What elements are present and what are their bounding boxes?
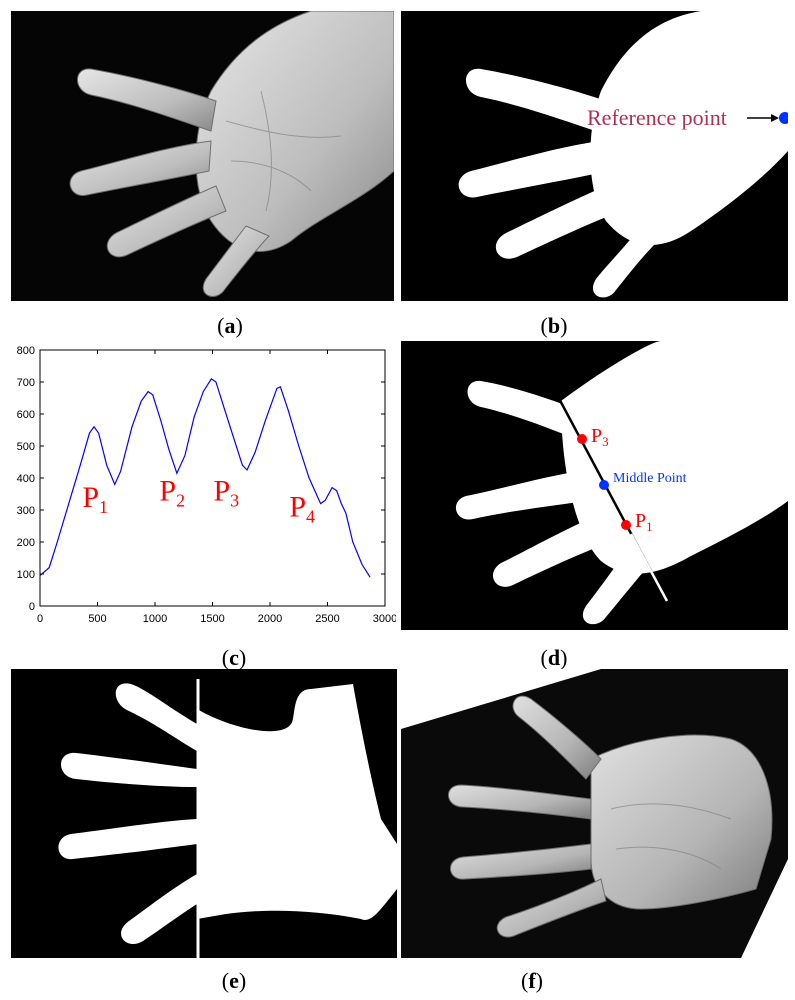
caption-a: (a) [217,313,243,338]
reference-arrow-head [771,114,779,122]
panel-c-chart: 0 500 1000 1500 2000 2500 3000 0 100 200 300 400 500… [0,336,396,632]
p1-label: P1 [635,510,653,534]
x-tick-label: 500 [88,613,106,625]
y-tick-label: 600 [17,409,35,421]
distance-profile-chart: 0 500 1000 1500 2000 2500 3000 0 100 200 300 400 500… [17,345,396,625]
panel-f-image [401,669,788,958]
y-tick-label: 500 [17,441,35,453]
x-tick-label: 1000 [143,613,167,625]
x-tick-label: 1500 [200,613,224,625]
panel-d-image: P3 Middle Point P1 [401,341,788,630]
caption-f: (f) [521,968,543,993]
x-tick-label: 2000 [258,613,282,625]
plot-frame [39,349,386,607]
x-tick-label: 2500 [315,613,339,625]
dividing-line-tail [629,533,669,602]
x-tick-label: 0 [37,613,43,625]
caption-e: (e) [221,968,247,993]
peak-label-p4: P4 [289,490,315,526]
y-tick-label: 0 [29,601,35,613]
x-tick-label: 3000 [373,613,396,625]
caption-b: (b) [540,313,568,338]
reference-point-label: Reference point [587,105,727,130]
peak-label-p3: P3 [213,474,239,510]
y-tick-label: 100 [17,569,35,581]
middle-point-marker [599,480,609,490]
panel-b-image: Reference point [401,11,788,301]
y-tick-label: 300 [17,505,35,517]
y-tick-label: 700 [17,377,35,389]
reference-point-marker [779,112,788,124]
middle-point-label: Middle Point [613,471,687,486]
panel-a-image [11,11,394,301]
caption-d: (d) [540,645,568,670]
peak-label-p1: P1 [82,481,108,517]
caption-c: (c) [221,645,247,670]
panel-e-image [11,669,397,958]
y-tick-label: 200 [17,537,35,549]
y-tick-label: 800 [17,345,35,357]
series-line-0 [39,377,371,578]
p1-marker [621,520,631,530]
y-tick-label: 400 [17,473,35,485]
p3-label: P3 [591,425,609,449]
p3-marker [577,434,587,444]
peak-label-p2: P2 [159,474,185,510]
